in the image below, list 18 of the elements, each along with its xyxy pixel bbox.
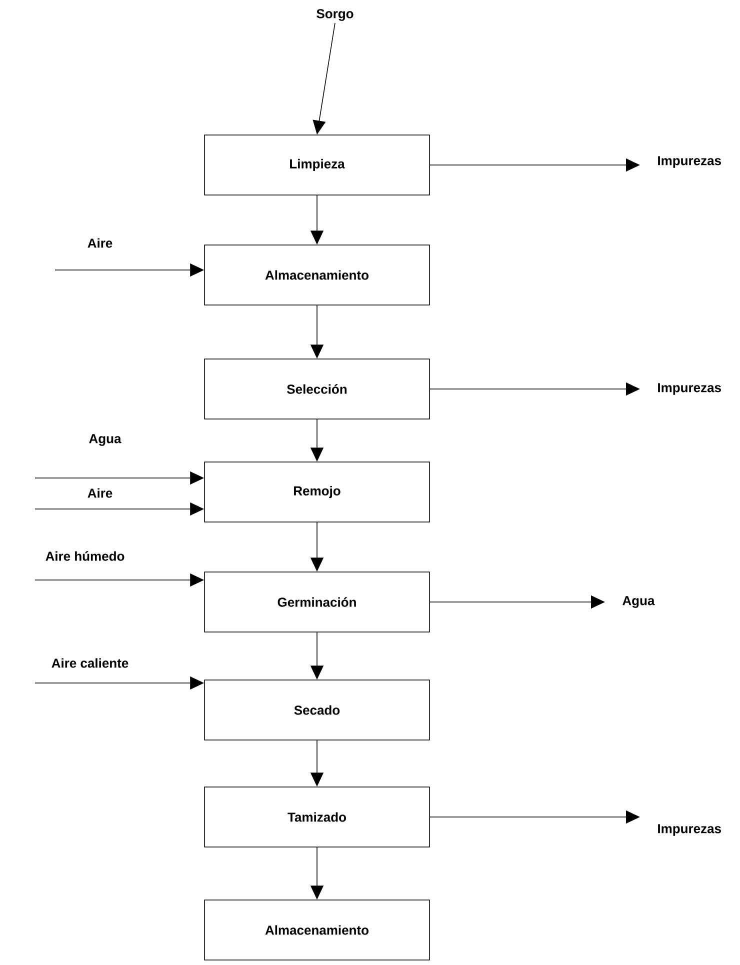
edge-label: Aire húmedo <box>46 551 124 561</box>
flow-label: Impurezas <box>658 824 721 836</box>
edge-label: Aire <box>88 488 112 498</box>
edge-label: Aire caliente <box>52 658 128 668</box>
process-box: Almacenamiento <box>204 244 430 306</box>
flow-label: Sorgo <box>316 9 354 21</box>
process-box: Tamizado <box>204 786 430 848</box>
edge-label: Agua <box>89 434 122 446</box>
process-box: Limpieza <box>204 134 430 196</box>
process-box: Remojo <box>204 462 430 522</box>
process-box: Secado <box>204 680 430 740</box>
process-box: Germinación <box>204 572 430 632</box>
process-box: Almacenamiento <box>204 900 430 960</box>
edge-label: Aire <box>88 238 112 248</box>
flow-label: Impurezas <box>658 383 721 395</box>
flow-label: Impurezas <box>658 156 721 168</box>
flow-label: Agua <box>622 596 655 608</box>
process-box: Selección <box>204 358 430 420</box>
